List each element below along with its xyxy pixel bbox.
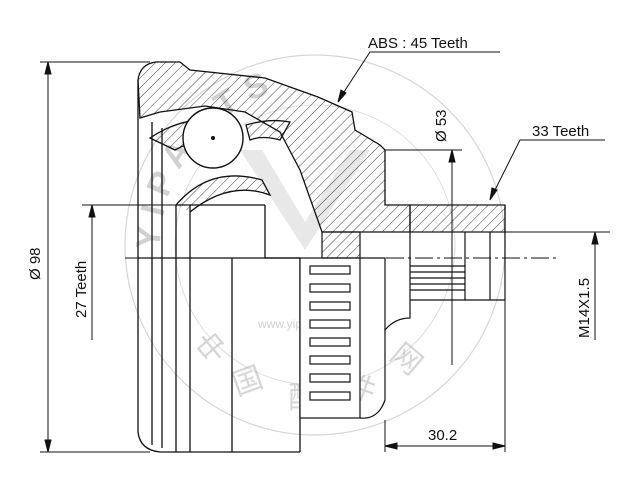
arrow-icon [337, 89, 347, 103]
abs-tooth [309, 301, 351, 311]
arrow-icon [384, 442, 398, 450]
abs-tooth [309, 337, 351, 347]
dimensions [40, 51, 610, 453]
neck-outline [360, 232, 411, 332]
teeth33-label: 33 Teeth [532, 123, 589, 140]
dia53-label: Ø 53 [433, 109, 450, 142]
arrow-icon [448, 149, 456, 163]
abs-leader [339, 51, 500, 99]
ball [182, 107, 244, 169]
abs-teeth [309, 265, 351, 401]
arrow-icon [492, 442, 506, 450]
abs-tooth [309, 355, 351, 365]
teeth33-leader [491, 139, 605, 197]
abs-tooth [309, 391, 351, 401]
stub-shaft [409, 204, 506, 301]
arrow-icon [44, 439, 52, 453]
housing-outline [137, 80, 300, 453]
arrow-icon [88, 204, 96, 218]
inner-race [175, 175, 272, 213]
arrow-icon [489, 187, 498, 201]
neck-lower [359, 330, 386, 419]
watermark-cn-2: 国 [228, 360, 268, 403]
labels: ABS : 45 Teeth 33 Teeth Ø 53 Ø 98 27 Tee… [27, 35, 593, 444]
abs-tooth [309, 319, 351, 329]
cage-right [245, 119, 292, 141]
abs-tooth [309, 373, 351, 383]
length-label: 30.2 [428, 427, 457, 444]
teeth27-label: 27 Teeth [73, 261, 90, 318]
watermark-cn-1: 中 [190, 325, 235, 371]
abs-ring [299, 231, 411, 419]
watermark-cn-5: 网 [383, 337, 428, 383]
abs-tooth [309, 265, 351, 275]
thread-label: M14X1.5 [576, 278, 593, 338]
abs-teeth-label: ABS : 45 Teeth [368, 35, 468, 52]
dia98-label: Ø 98 [27, 247, 44, 280]
shaft-splines [410, 265, 465, 291]
arrow-icon [591, 231, 599, 245]
abs-tooth [309, 283, 351, 293]
ball-center [211, 136, 215, 140]
shaft-upper-hatched [409, 204, 506, 233]
arrow-icon [44, 61, 52, 75]
abs-ring-top [321, 231, 361, 259]
outer-housing [137, 61, 411, 453]
